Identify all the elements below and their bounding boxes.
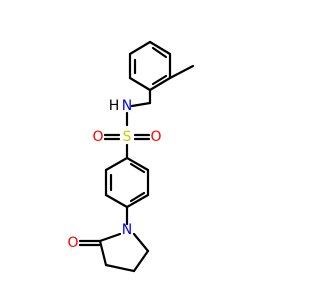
bond	[151, 46, 168, 59]
atom-n-ring: N	[122, 222, 132, 238]
bond	[130, 101, 152, 108]
atom-n-amide: N	[122, 98, 132, 114]
bond	[104, 263, 136, 273]
bond	[104, 193, 129, 209]
bond	[104, 156, 129, 172]
atom-o-ketone: O	[67, 235, 78, 251]
bond	[129, 191, 146, 203]
atom-o-sulfonyl-right: O	[150, 129, 161, 145]
bond	[132, 249, 150, 273]
bond	[151, 74, 168, 86]
structure-drawing: N H S O O N O	[67, 40, 195, 273]
atom-s: S	[123, 129, 132, 145]
bond	[148, 76, 172, 92]
bond	[168, 64, 195, 80]
atom-labels: N H S O O N O	[67, 98, 161, 251]
bond	[128, 76, 152, 92]
bonds	[78, 40, 195, 273]
bond	[148, 40, 172, 56]
bond	[125, 156, 150, 172]
atom-o-sulfonyl-left: O	[92, 129, 103, 145]
bond	[129, 162, 146, 174]
bond	[98, 232, 122, 243]
molecule-diagram: N H S O O N O	[67, 40, 195, 273]
atom-h-amide: H	[109, 98, 120, 114]
bond	[125, 193, 150, 209]
bond	[128, 40, 152, 56]
bond	[132, 232, 150, 253]
